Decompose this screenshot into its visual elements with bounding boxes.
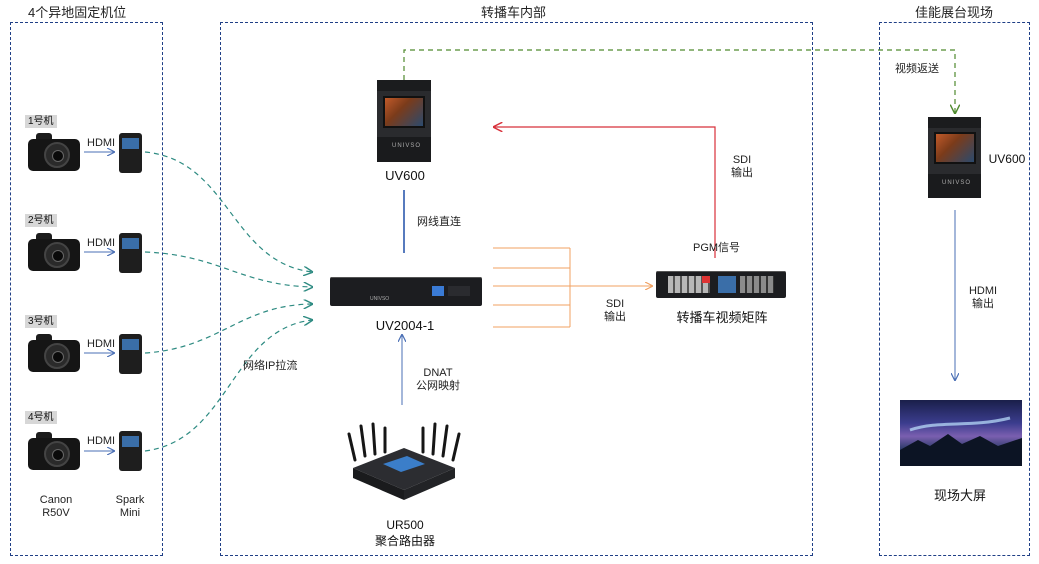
uv600-right-label: UV600 [988,152,1026,166]
hdmi-label-4: HDMI [87,435,116,447]
uv2004-device-icon: UNIVSO [330,277,482,306]
camera-model-line-1: Canon [39,494,73,506]
center-region-title: 转播车内部 [481,5,547,20]
video-return-label: 视频返送 [895,63,939,75]
camera-icon-4 [28,432,80,470]
spark-mini-icon-1 [119,133,142,173]
dnat-label-line-1: DNAT [423,367,453,379]
sdi-out-label-2-line-1: SDI [732,154,752,166]
right-region-title: 佳能展台现场 [915,5,994,20]
video-return-link [403,49,955,113]
camera-tag-4: 4号机 [25,411,57,424]
left-region-title: 4个异地固定机位 [28,5,127,20]
big-screen-icon [900,400,1022,466]
camera-icon-1 [28,133,80,171]
spark-mini-icon-2 [119,233,142,273]
camera-tag-3: 3号机 [25,315,57,328]
spark-mini-icon-3 [119,334,142,374]
ur500-router-icon [347,422,461,500]
encoder-model-line-1: Spark [115,494,145,506]
sdi-out-label-1-line-2: 输出 [604,311,626,323]
uv600-center-label: UV600 [385,168,425,183]
ip-pull-link-2 [144,251,312,287]
sdi-out-label-2-line-2: 输出 [731,167,753,179]
video-matrix-icon [656,271,786,298]
left-region [10,22,163,556]
video-matrix-label: 转播车视频矩阵 [676,310,768,325]
camera-tag-1: 1号机 [25,115,57,128]
uv2004-label: UV2004-1 [375,318,435,333]
sdi-out-label-1-line-1: SDI [605,298,625,310]
network-ip-pull-label: 网络IP拉流 [243,360,298,372]
camera-model-line-2: R50V [42,507,70,519]
dnat-label-line-2: 公网映射 [416,380,460,392]
network-direct-label: 网线直连 [417,216,461,228]
hdmi-out-label-line-2: 输出 [972,298,994,310]
hdmi-out-label-line-1: HDMI [968,285,998,297]
pgm-signal-label: PGM信号 [693,242,741,254]
ip-pull-link-3 [144,304,312,354]
uv600-center-icon: UNIVSO [377,80,431,162]
ur500-label-line-2: 聚合路由器 [374,534,435,548]
big-screen-label: 现场大屏 [933,488,986,503]
camera-icon-2 [28,233,80,271]
hdmi-label-2: HDMI [87,237,116,249]
spark-mini-icon-4 [119,431,142,471]
ip-pull-link-1 [144,151,312,272]
center-region [220,22,813,556]
ip-pull-link-4 [144,320,312,452]
camera-tag-2: 2号机 [25,214,57,227]
right-region [879,22,1030,556]
camera-icon-3 [28,334,80,372]
hdmi-label-3: HDMI [87,338,116,350]
encoder-model-line-2: Mini [119,507,141,519]
pgm-sdi-link [494,127,716,258]
uv600-right-icon: UNIVSO [928,117,981,198]
hdmi-label-1: HDMI [87,137,116,149]
ur500-label-line-1: UR500 [386,518,424,532]
